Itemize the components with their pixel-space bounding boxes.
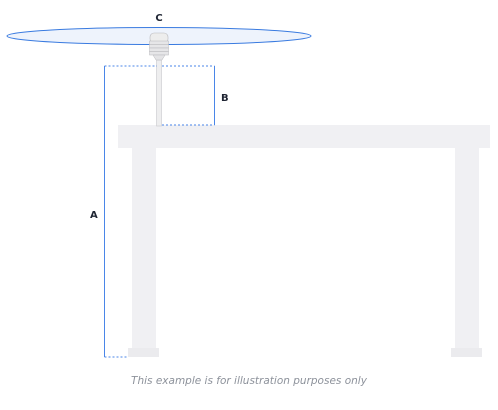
dimension-a xyxy=(104,65,157,358)
illustration-disclaimer: This example is for illustration purpose… xyxy=(131,375,367,387)
antenna-pole xyxy=(156,59,162,127)
label-c: C xyxy=(155,13,162,24)
table-foot-right xyxy=(451,348,482,357)
table-foot-left xyxy=(128,348,159,357)
label-b: B xyxy=(221,93,229,104)
dimension-b xyxy=(162,65,215,126)
table-leg-left xyxy=(132,148,156,348)
label-a: A xyxy=(90,210,98,221)
table-leg-right xyxy=(455,148,479,348)
table-top xyxy=(118,125,490,148)
table xyxy=(118,125,490,357)
antenna-icon xyxy=(149,32,169,61)
